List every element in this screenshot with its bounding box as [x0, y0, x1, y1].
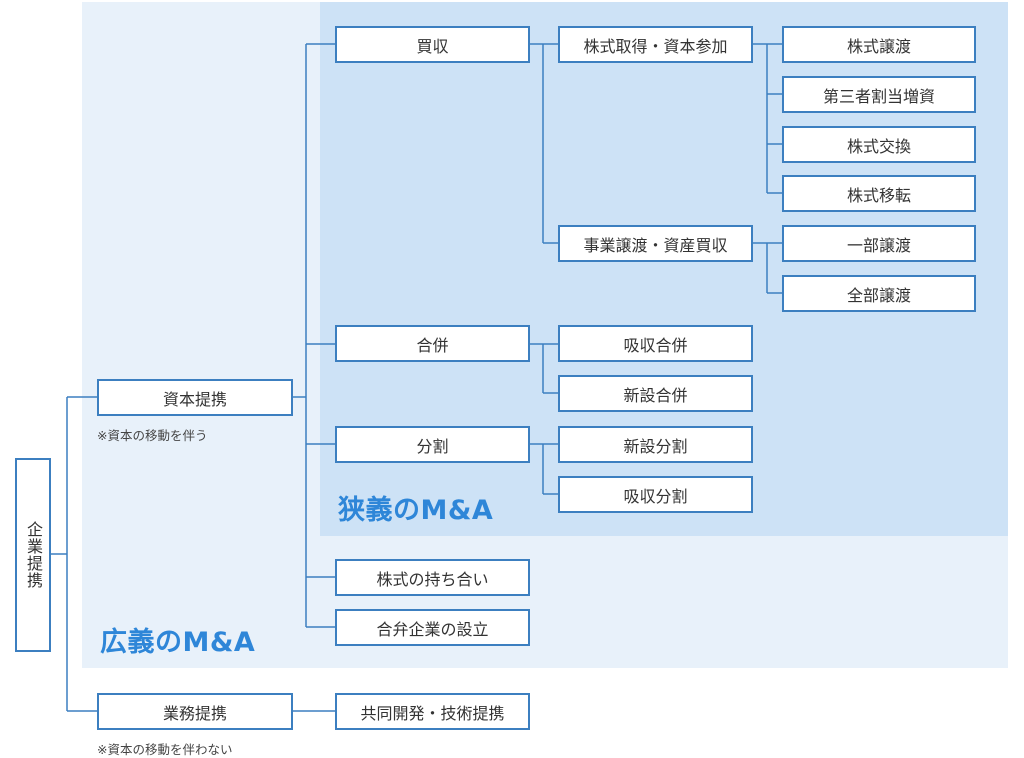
node-kabushiki-koukan: 株式交換 — [782, 126, 976, 163]
node-label: 資本提携 — [162, 389, 227, 409]
node-label: 事業譲渡・資産買収 — [583, 235, 728, 255]
narrow-ma-label: 狭義のM&A — [338, 495, 494, 526]
node-kyushu-bunkatsu: 吸収分割 — [558, 476, 753, 513]
node-label: 一部譲渡 — [846, 235, 911, 255]
node-label: 吸収分割 — [623, 486, 688, 506]
node-kabushiki-jouto: 株式譲渡 — [782, 26, 976, 63]
node-label: 合併 — [416, 335, 449, 355]
node-baishu: 買収 — [335, 26, 530, 63]
node-shihon-teikei: 資本提携 — [97, 379, 293, 416]
node-shinsetsu-gappei: 新設合併 — [558, 375, 753, 412]
shihon-note: ※資本の移動を伴う — [97, 428, 208, 443]
node-kabushiki-mochiai: 株式の持ち合い — [335, 559, 530, 596]
node-kyushu-gappei: 吸収合併 — [558, 325, 753, 362]
node-label: 株式移転 — [846, 185, 911, 205]
node-kyoudou-kaihatsu: 共同開発・技術提携 — [335, 693, 530, 730]
node-kabushiki-shutoku: 株式取得・資本参加 — [558, 26, 753, 63]
node-label: 吸収合併 — [623, 335, 688, 355]
wide-ma-label: 広義のM&A — [100, 627, 256, 658]
node-label: 業務提携 — [162, 703, 227, 723]
node-bunkatsu: 分割 — [335, 426, 530, 463]
node-daisansha-warite: 第三者割当増資 — [782, 76, 976, 113]
node-gappei: 合併 — [335, 325, 530, 362]
node-label: 新設合併 — [623, 385, 688, 405]
node-label: 買収 — [416, 36, 449, 56]
node-gyoumu-teikei: 業務提携 — [97, 693, 293, 730]
node-label: 第三者割当増資 — [822, 86, 935, 106]
node-goben-setsuritsu: 合弁企業の設立 — [335, 609, 530, 646]
node-label: 分割 — [416, 436, 449, 456]
node-label: 合弁企業の設立 — [376, 619, 489, 639]
node-label: 共同開発・技術提携 — [360, 703, 505, 723]
node-label: 株式の持ち合い — [376, 569, 489, 589]
node-label: 株式交換 — [846, 136, 911, 156]
node-ichibu-jouto: 一部譲渡 — [782, 225, 976, 262]
node-label: 企業提携 — [24, 521, 43, 589]
node-label: 株式取得・資本参加 — [583, 36, 728, 56]
node-shinsetsu-bunkatsu: 新設分割 — [558, 426, 753, 463]
node-label: 全部譲渡 — [846, 285, 911, 305]
node-label: 株式譲渡 — [846, 36, 911, 56]
node-label: 新設分割 — [623, 436, 688, 456]
gyoumu-note: ※資本の移動を伴わない — [97, 742, 233, 757]
node-zenbu-jouto: 全部譲渡 — [782, 275, 976, 312]
node-jigyou-jouto: 事業譲渡・資産買収 — [558, 225, 753, 262]
node-kigyou-teikei: 企業提携 — [15, 458, 51, 652]
node-kabushiki-iten: 株式移転 — [782, 175, 976, 212]
